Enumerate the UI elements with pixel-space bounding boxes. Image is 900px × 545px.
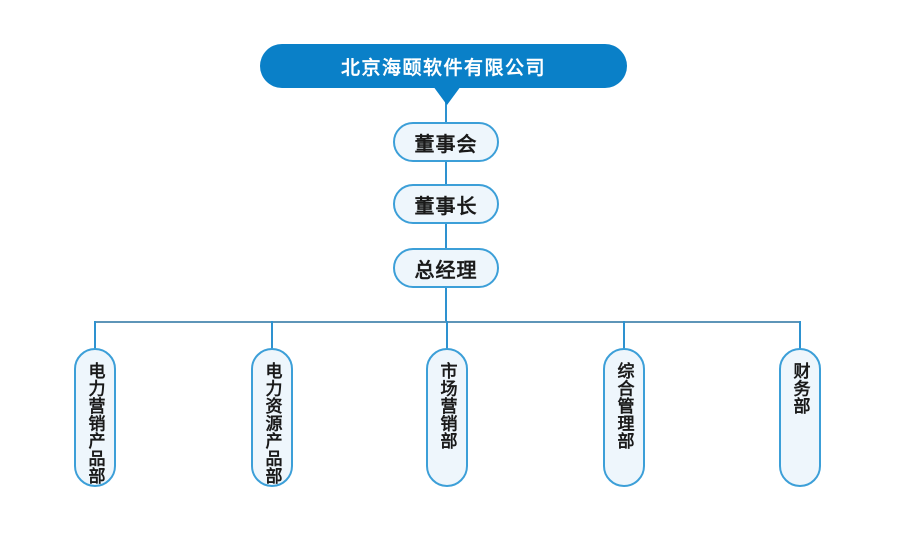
connector-drop-dept-1 [94,321,96,349]
connector-board-to-chairman [445,161,447,185]
connector-root-to-board [445,100,447,123]
connector-drop-dept-4 [623,321,625,349]
root-node-pointer-down-icon [433,86,461,105]
node-label: 董事会 [414,133,478,156]
dept-label: 综合管理部 [614,362,634,450]
connector-horizontal-rail [95,321,801,323]
connector-drop-dept-5 [799,321,801,349]
connector-drop-dept-2 [271,321,273,349]
dept-node-general-management: 综合管理部 [603,348,645,487]
company-name-label: 北京海颐软件有限公司 [340,57,546,79]
dept-node-marketing: 市场营销部 [426,348,468,487]
dept-node-power-resources-products: 电力资源产品部 [251,348,293,487]
dept-node-finance: 财务部 [779,348,821,487]
company-root-node: 北京海颐软件有限公司 [260,44,627,88]
dept-label: 电力营销产品部 [85,362,105,485]
dept-label: 市场营销部 [437,362,457,450]
dept-label: 财务部 [790,362,810,415]
connector-drop-dept-3 [446,321,448,349]
connector-gm-to-rail [445,287,447,322]
node-label: 董事长 [414,195,478,218]
connector-chairman-to-gm [445,223,447,249]
node-board-of-directors: 董事会 [393,122,499,162]
dept-label: 电力资源产品部 [262,362,282,485]
node-chairman: 董事长 [393,184,499,224]
dept-node-power-marketing-products: 电力营销产品部 [74,348,116,487]
node-general-manager: 总经理 [393,248,499,288]
node-label: 总经理 [414,259,478,282]
